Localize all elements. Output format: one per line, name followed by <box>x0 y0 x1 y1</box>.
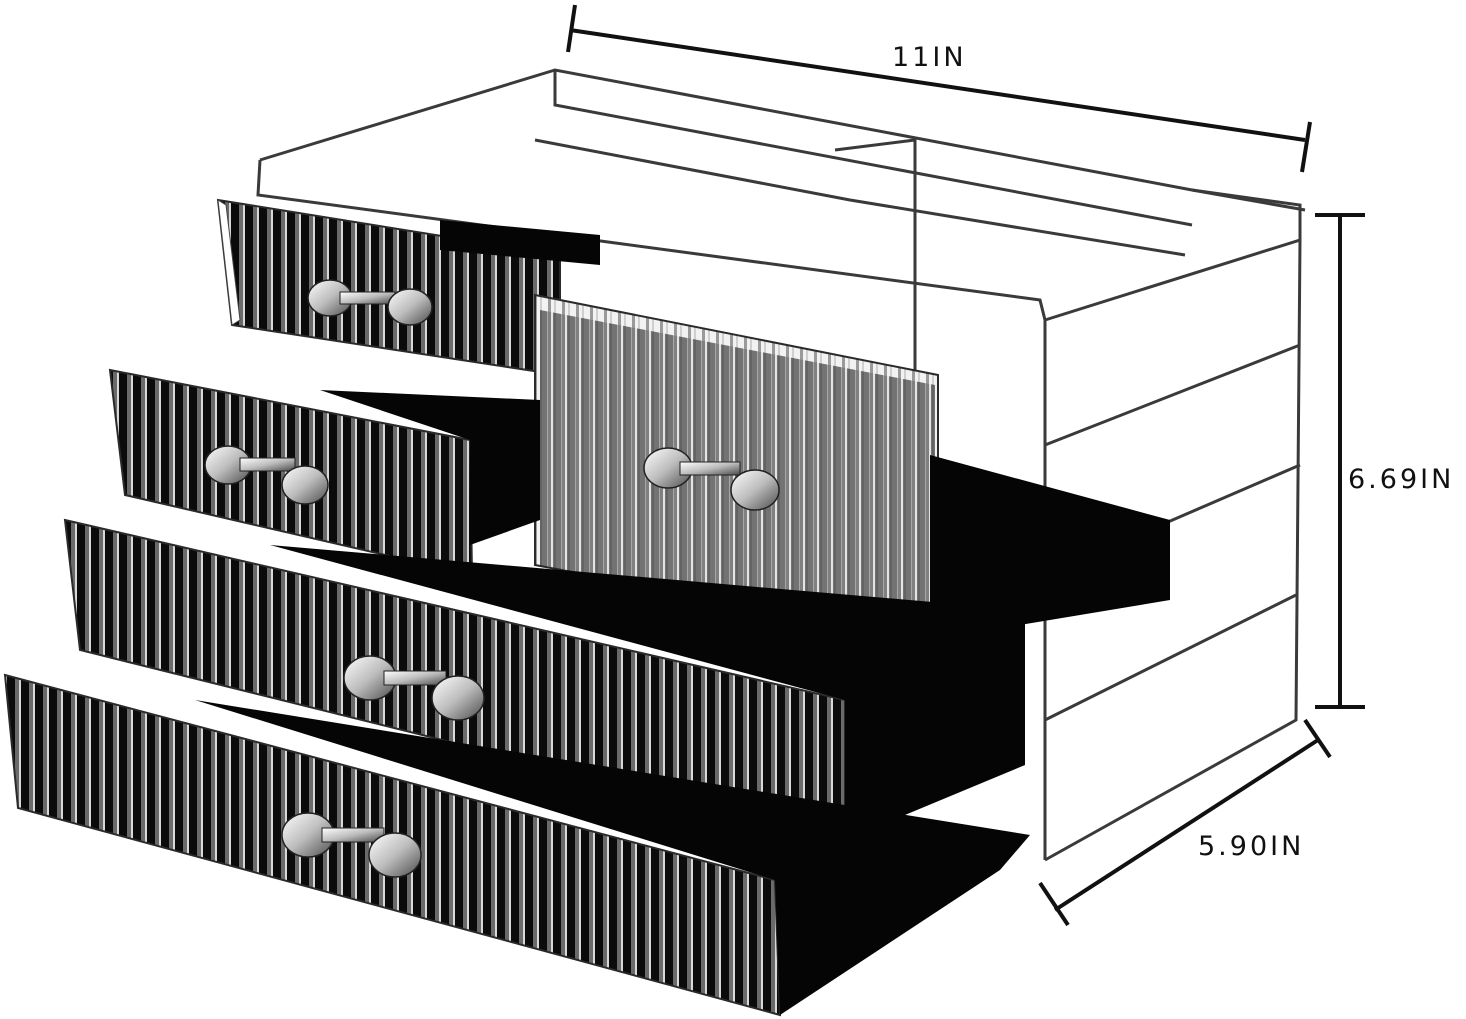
drawer-top-left <box>216 198 600 377</box>
height-label: 6.69IN <box>1348 464 1455 495</box>
drawer-middle-left <box>108 368 540 577</box>
height-dimension-line <box>1315 213 1365 709</box>
depth-label: 5.90IN <box>1198 831 1305 862</box>
knob-icon <box>204 445 329 505</box>
width-label: 11IN <box>892 42 967 73</box>
drawer-top-right <box>534 293 1170 642</box>
drawer-large-lower <box>3 673 1030 1017</box>
knob-icon <box>281 812 422 878</box>
knob-icon <box>343 655 485 721</box>
knob-icon <box>643 447 780 511</box>
depth-dimension-line <box>1038 718 1332 927</box>
knob-icon <box>307 279 433 326</box>
drawer-large-upper <box>63 518 1025 842</box>
width-dimension-line <box>566 4 1312 173</box>
